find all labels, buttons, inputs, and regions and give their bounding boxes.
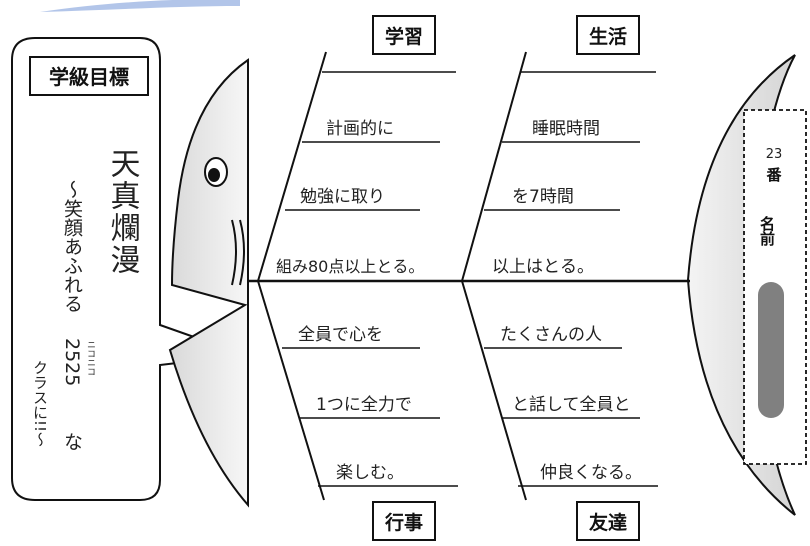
goal-slogan-ruby: ニコニコ: [85, 340, 96, 376]
life-line-3: 以上はとる。: [492, 257, 594, 277]
category-study-title: 学習: [385, 25, 423, 48]
goal-title-box: [29, 56, 149, 96]
fish-pupil: [208, 168, 220, 182]
category-study: 学習: [372, 15, 436, 55]
bone-events: [257, 280, 325, 501]
friends-line-1: たくさんの人: [500, 325, 602, 345]
life-writing-lines: [484, 71, 656, 211]
friends-line-3: 仲良くなる。: [540, 463, 642, 483]
study-line-2: 勉強に取り: [300, 187, 385, 207]
bone-life: [461, 51, 527, 282]
events-line-3: 楽しむ。: [336, 463, 404, 483]
decorative-swoosh: [40, 0, 240, 12]
student-number: 23: [766, 147, 783, 162]
friends-line-2: と話して全員と: [512, 395, 631, 415]
goal-title: 学級目標: [49, 65, 129, 89]
study-line-3: 組み80点以上とる。: [276, 257, 424, 276]
category-friends-title: 友達: [589, 511, 627, 534]
friends-writing-lines: [484, 347, 658, 487]
fish-gill-2: [239, 219, 245, 286]
life-line-2: を7時間: [512, 187, 574, 207]
category-events-title: 行事: [384, 511, 423, 534]
study-line-1: 計画的に: [326, 119, 394, 139]
name-card: 23 番 名前: [743, 109, 807, 465]
events-writing-lines: [282, 347, 458, 487]
category-events: 行事: [372, 501, 436, 541]
fish-gill-1: [231, 219, 237, 286]
number-label: 番: [765, 166, 782, 184]
category-life-title: 生活: [589, 25, 627, 48]
category-friends: 友達: [576, 501, 640, 541]
name-label: 名前: [758, 215, 776, 247]
redacted-name: [758, 282, 784, 418]
bone-study: [257, 51, 327, 282]
life-line-1: 睡眠時間: [532, 119, 600, 139]
events-line-1: 全員で心を: [298, 325, 383, 345]
goal-slogan-sub-3: な: [61, 432, 83, 451]
goal-slogan-sub-1: 〜笑顔あふれる: [61, 180, 83, 313]
study-writing-lines: [285, 71, 456, 211]
goal-bubble: 学級目標 天真爛漫 〜笑顔あふれる 2525 ニコニコ な クラスに!!〜: [11, 37, 246, 501]
goal-slogan-main: 天真爛漫: [105, 148, 140, 276]
bone-friends: [461, 280, 527, 501]
events-line-2: 1つに全力で: [316, 395, 412, 415]
goal-slogan-sub-2: 2525: [61, 338, 83, 386]
goal-slogan-sub-4: クラスに!!〜: [31, 360, 49, 447]
category-life: 生活: [576, 15, 640, 55]
fish-head: [168, 58, 249, 508]
